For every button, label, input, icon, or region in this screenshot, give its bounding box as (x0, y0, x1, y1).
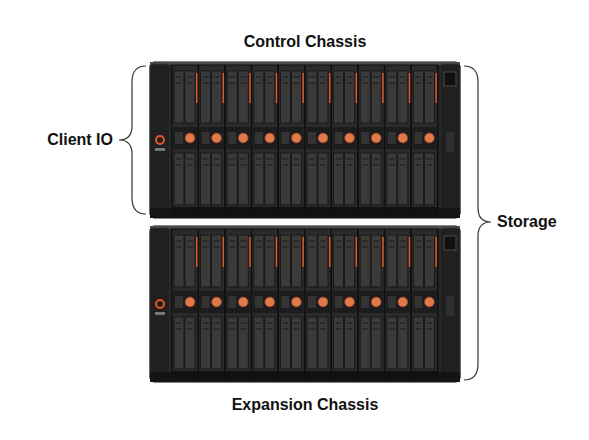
chassis-box: Control Chassis (150, 62, 460, 218)
chassis-heading: Expansion Chassis (232, 395, 379, 414)
group-label: Client IO (47, 130, 113, 149)
group-label: Storage (497, 212, 557, 231)
blade (199, 65, 225, 215)
blade (305, 65, 331, 215)
blade (385, 229, 411, 379)
blade (225, 229, 251, 379)
blade (358, 65, 384, 215)
blade (278, 65, 304, 215)
blade (411, 229, 437, 379)
control-chassis-drawing (150, 62, 460, 218)
expansion-chassis-drawing (150, 226, 460, 382)
blade (252, 65, 278, 215)
left-brace (119, 66, 146, 214)
right-brace (464, 66, 491, 380)
blade (411, 65, 437, 215)
blade (172, 229, 198, 379)
blade (225, 65, 251, 215)
blade (385, 65, 411, 215)
blade (199, 229, 225, 379)
blade (332, 65, 358, 215)
chassis-heading: Control Chassis (244, 32, 367, 51)
blade (305, 229, 331, 379)
blade (252, 229, 278, 379)
blade (278, 229, 304, 379)
chassis-body (150, 226, 460, 382)
chassis-body (150, 62, 460, 218)
blade (172, 65, 198, 215)
blade (358, 229, 384, 379)
chassis-box: Expansion Chassis (150, 226, 460, 382)
blade (332, 229, 358, 379)
